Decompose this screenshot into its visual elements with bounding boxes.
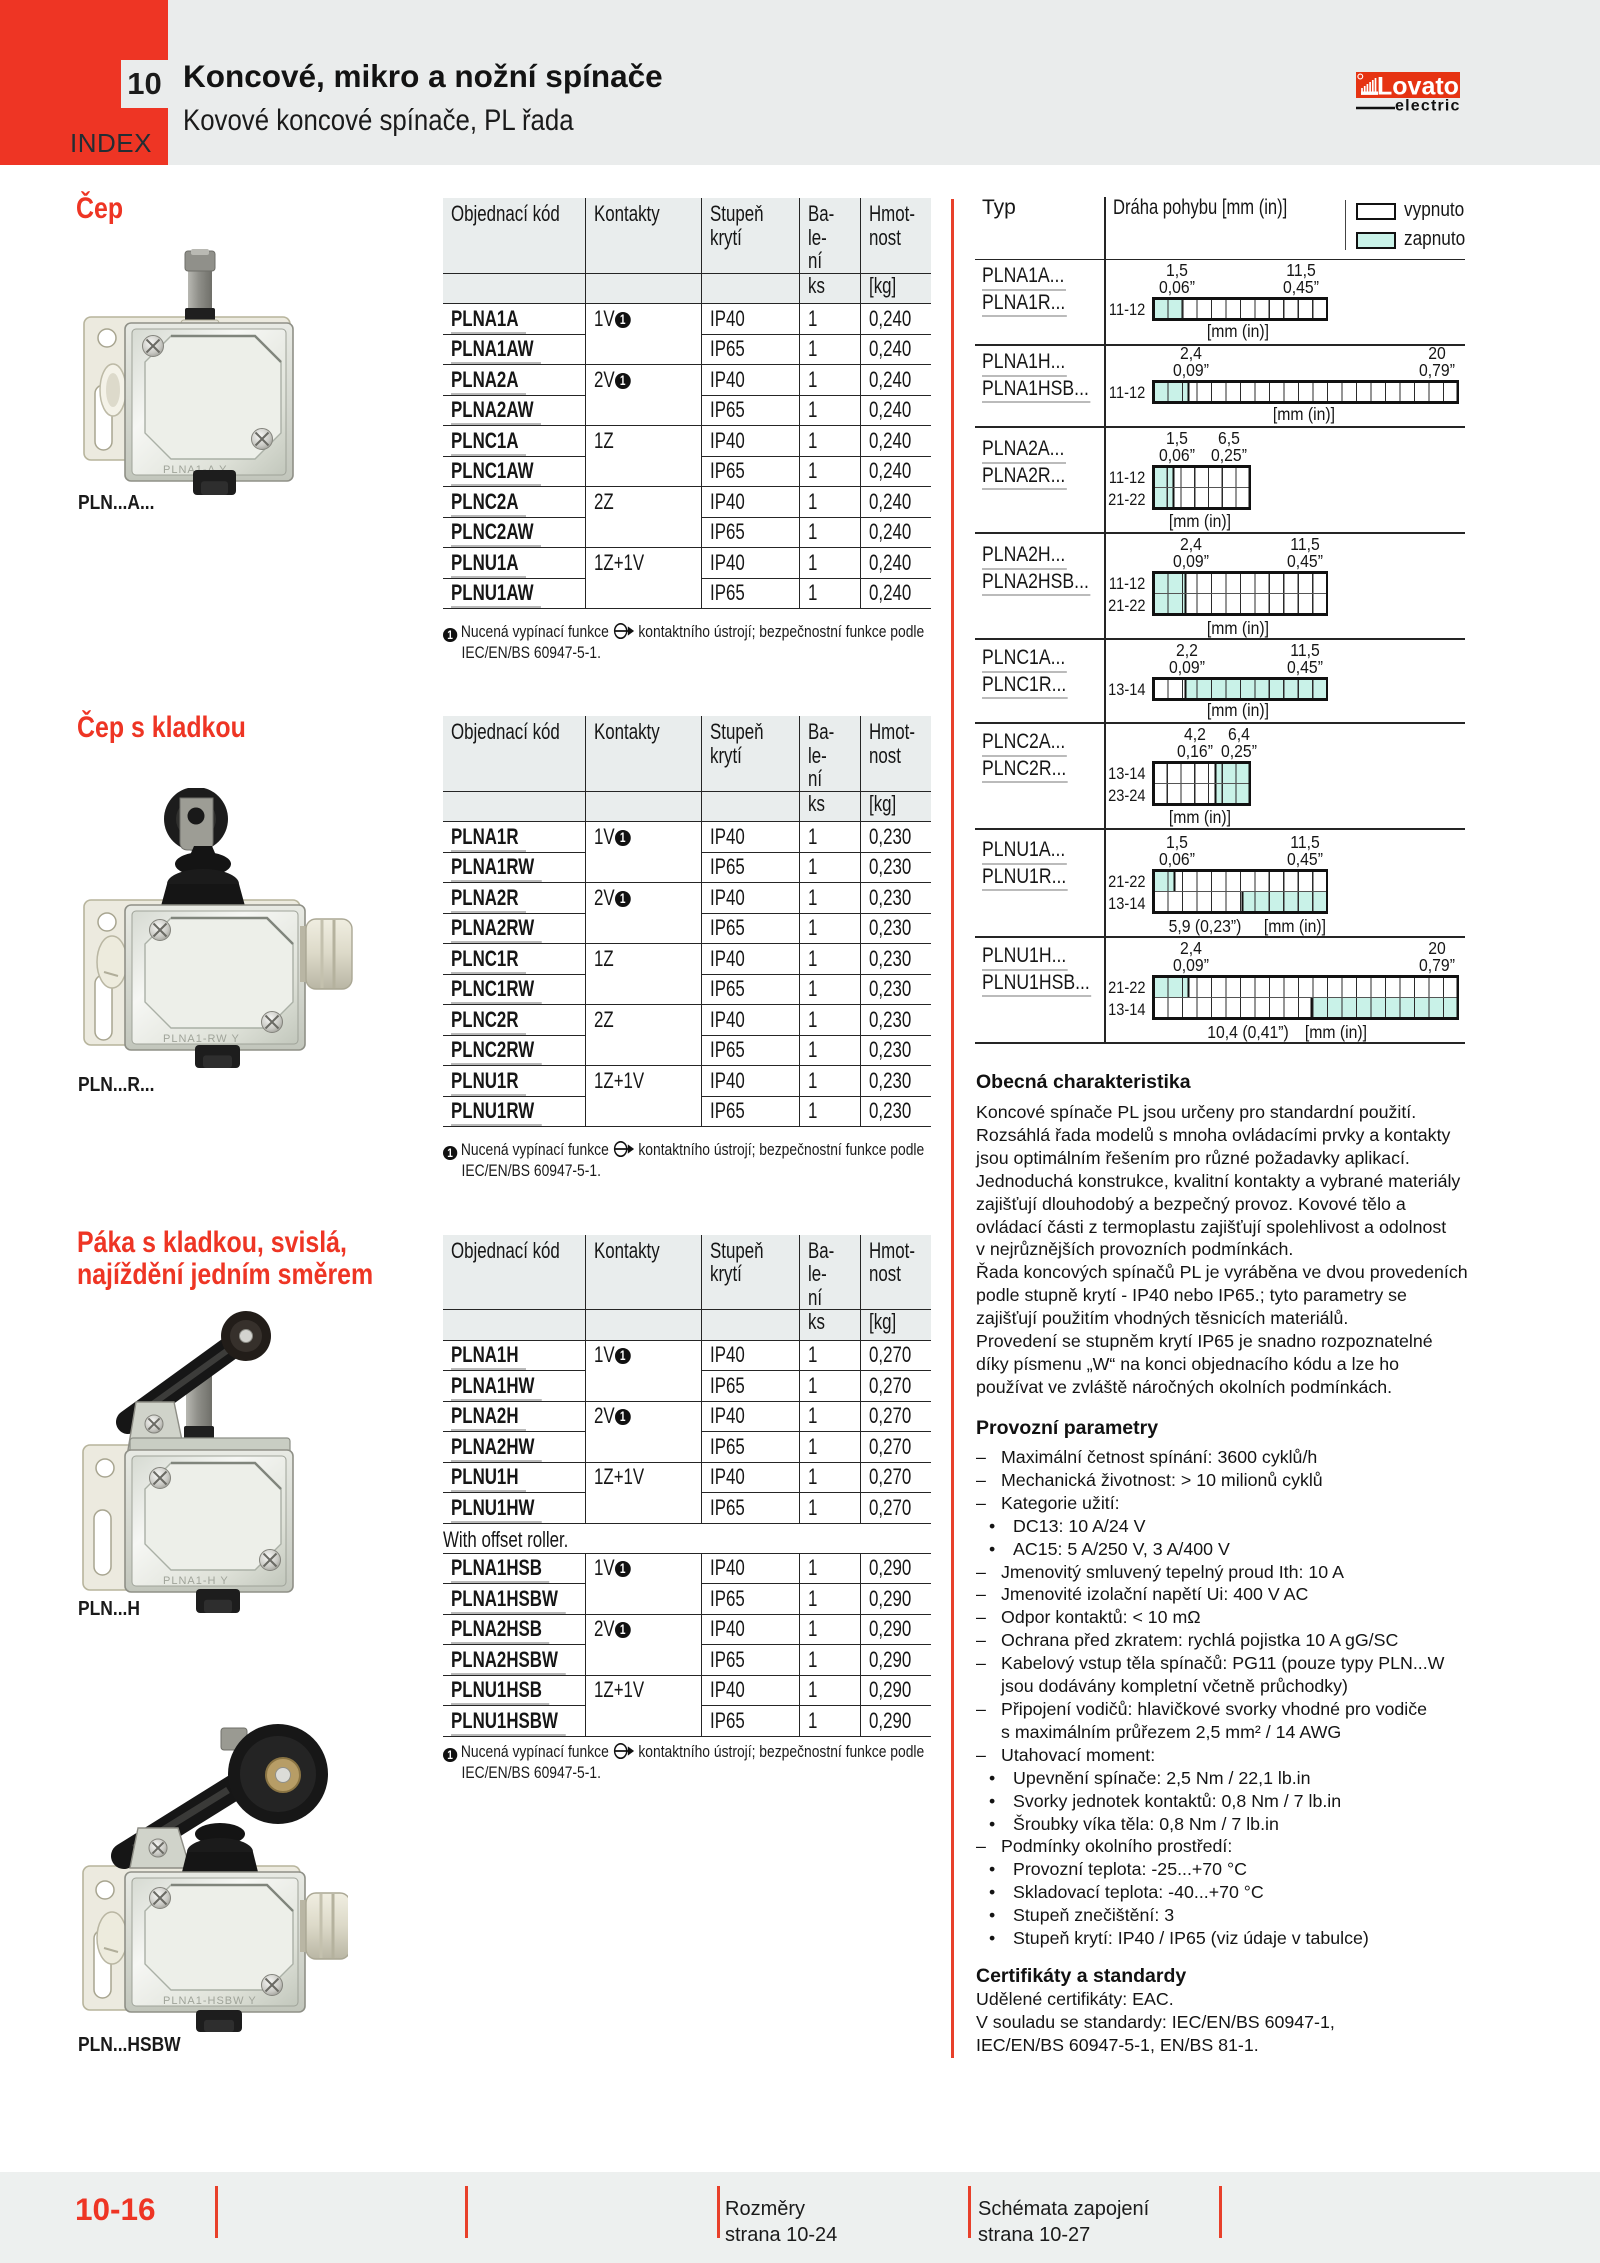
svg-text:electric: electric (1395, 98, 1461, 112)
svg-text:PLNA1-HSBW Y: PLNA1-HSBW Y (163, 1995, 257, 2007)
svg-text:PLNA1-H Y: PLNA1-H Y (163, 1575, 229, 1587)
svg-text:PLNA1-RW Y: PLNA1-RW Y (163, 1033, 240, 1045)
svg-text:Lovato: Lovato (1377, 72, 1459, 100)
